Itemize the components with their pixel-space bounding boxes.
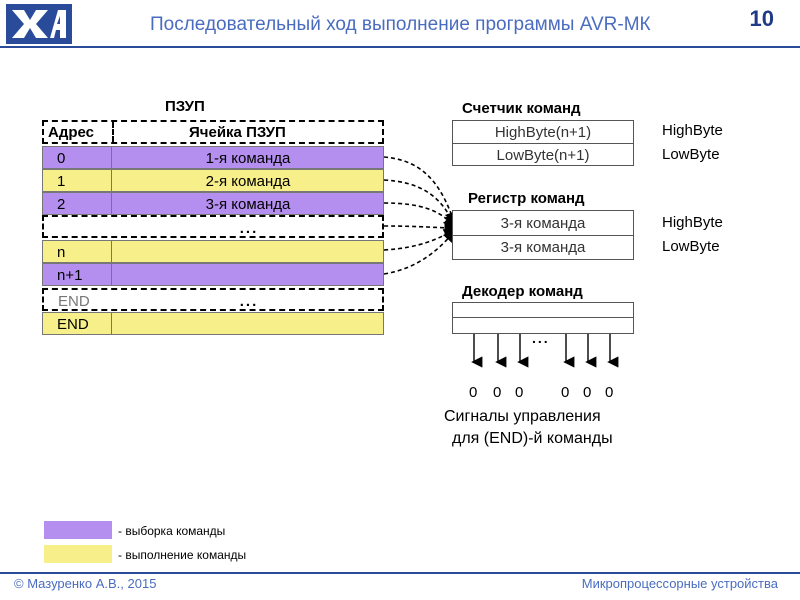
fetch-arrows — [383, 156, 458, 275]
rom-row-ellipsis: ... — [42, 215, 384, 238]
footer-author: © Мазуренко А.В., 2015 — [14, 576, 157, 591]
signal-value: 0 — [469, 384, 478, 401]
signal-value: 0 — [515, 384, 524, 401]
rom-col-address: Адрес — [48, 124, 95, 141]
signal-value: 0 — [583, 384, 592, 401]
rom-label: ПЗУП — [165, 98, 205, 115]
pc-high-label: HighByte — [662, 122, 723, 139]
rom-row-address: 2 — [57, 196, 66, 213]
legend-fetch-swatch — [44, 521, 112, 539]
ir-title: Регистр команд — [468, 190, 585, 207]
footer-course: Микропроцессорные устройства — [581, 576, 778, 591]
rom-row: 2 3-я команда — [42, 192, 384, 215]
decoder-title: Декодер команд — [462, 283, 583, 300]
rom-row-divider — [111, 170, 112, 191]
rom-header-divider — [112, 122, 114, 142]
rom-row: 1 2-я команда — [42, 169, 384, 192]
rom-row-divider — [111, 264, 112, 285]
rom-row-divider — [111, 241, 112, 262]
xai-logo — [6, 4, 72, 44]
rom-row-divider — [111, 193, 112, 214]
rom-row: n — [42, 240, 384, 263]
rom-row-address: 0 — [57, 150, 66, 167]
rom-row-cell: ... — [239, 293, 259, 310]
ir-low: 3-я команда — [500, 239, 586, 256]
rom-row-address: END — [58, 293, 90, 310]
signals-caption-line2: для (END)-й команды — [452, 430, 613, 447]
rom-row-cell: 1-я команда — [205, 150, 291, 167]
legend-execute-swatch — [44, 545, 112, 563]
fetch-arrow — [383, 228, 457, 251]
footer-rule — [0, 572, 800, 574]
instruction-decoder — [452, 302, 634, 334]
rom-row-ellipsis: END ... — [42, 288, 384, 311]
rom-row-divider — [111, 313, 112, 334]
signal-value: 0 — [561, 384, 570, 401]
pc-title: Счетчик команд — [462, 100, 581, 117]
rom-row: n+1 — [42, 263, 384, 286]
rom-row-address: n — [57, 244, 66, 261]
pc-low: LowByte(n+1) — [496, 147, 590, 164]
program-counter: HighByte(n+1) LowByte(n+1) — [452, 120, 634, 166]
ir-low-label: LowByte — [662, 238, 720, 255]
fetch-arrow — [383, 156, 458, 226]
rom-row-cell: 2-я команда — [205, 173, 291, 190]
rom-row-address: 1 — [57, 173, 66, 190]
pc-low-label: LowByte — [662, 146, 720, 163]
pc-high: HighByte(n+1) — [494, 124, 592, 141]
ir-divider — [453, 235, 633, 236]
fetch-arrow — [383, 221, 458, 235]
signals-caption-line1: Сигналы управления — [444, 408, 601, 425]
header-rule — [0, 46, 800, 48]
slide-title: Последовательный ход выполнение программ… — [150, 14, 651, 35]
rom-header: Адрес Ячейка ПЗУП — [42, 120, 384, 144]
rom-row-divider — [111, 147, 112, 168]
instruction-register: 3-я команда 3-я команда — [452, 210, 634, 260]
legend-fetch-label: - выборка команды — [118, 524, 226, 538]
signal-value: 0 — [493, 384, 502, 401]
rom-row: END — [42, 312, 384, 335]
fetch-arrow — [383, 179, 456, 227]
rom-row: 0 1-я команда — [42, 146, 384, 169]
legend-execute-label: - выполнение команды — [118, 548, 247, 562]
fetch-arrow — [383, 202, 457, 229]
slide-number: 10 — [749, 6, 774, 31]
rom-row-address: END — [57, 316, 89, 333]
signal-value: 0 — [605, 384, 614, 401]
decoder-signal-arrows — [471, 334, 619, 368]
rom-row-cell: 3-я команда — [205, 196, 291, 213]
rom-row-cell: ... — [239, 220, 259, 237]
ir-high: 3-я команда — [500, 215, 586, 232]
pc-divider — [453, 143, 633, 144]
rom-col-cell: Ячейка ПЗУП — [189, 124, 286, 141]
ir-high-label: HighByte — [662, 214, 723, 231]
fetch-arrow — [383, 229, 457, 275]
decoder-divider — [453, 317, 633, 318]
decoder-dots: ... — [532, 330, 550, 346]
rom-row-address: n+1 — [57, 267, 83, 284]
